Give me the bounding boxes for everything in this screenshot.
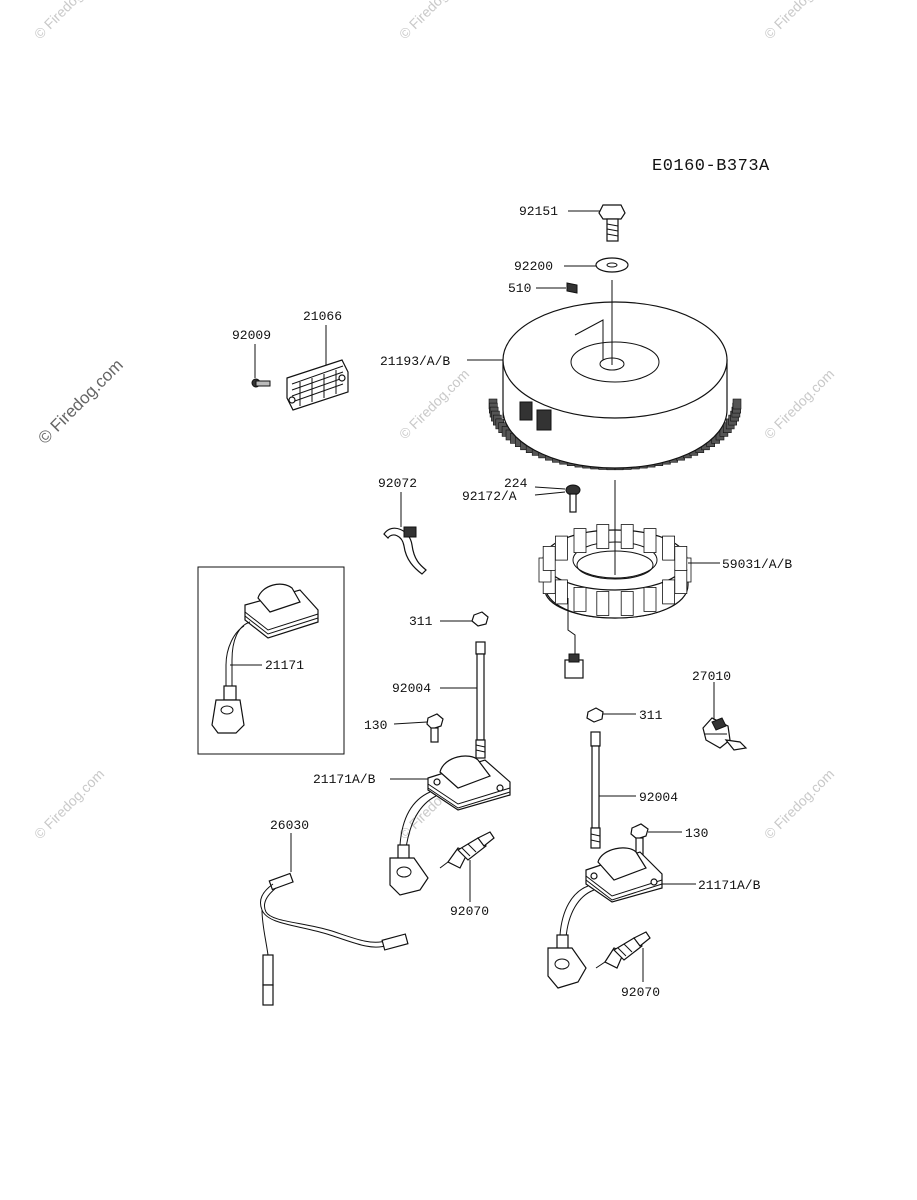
part-label: 92009 [232,328,271,343]
watermark: © Firedog.com [34,355,126,447]
flywheel-key-drawing [566,282,578,294]
part-label: 224 [504,476,528,491]
watermark: © Firedog.com [31,766,107,842]
part-label: 510 [508,281,531,296]
stator-pole [620,524,634,549]
stator-pole [573,528,587,553]
stator-pole [620,591,634,616]
lead-wire-drawing [259,872,409,1006]
part-label: 21171A/B [313,772,376,787]
stator-pole [674,546,688,571]
part-label: 21066 [303,309,342,324]
nut-left-drawing [471,611,489,627]
spark-plug-left-drawing [439,831,495,869]
spark-plug-right-drawing [595,931,651,969]
part-label: 92004 [639,790,678,805]
part-label: 92172/A [462,489,517,504]
nut-right-drawing [586,707,604,723]
stator-pole [573,587,587,612]
ignition-coil-right-drawing [547,847,663,989]
part-label: 21193/A/B [380,354,450,369]
regulator-drawing [251,359,349,411]
watermark: © Firedog.com [761,766,837,842]
flywheel-washer-drawing [595,257,629,273]
part-label: 311 [639,708,663,723]
bolt-left-drawing [426,713,444,743]
stator-pole [555,579,568,605]
inset-ignition-coil-drawing [211,583,319,734]
watermark: © Firedog.com [396,0,472,42]
stator-pole [596,524,610,549]
part-label: 27010 [692,669,731,684]
stator-pole [674,569,688,594]
watermark: © Firedog.com [31,0,107,42]
stator-pole [662,535,675,561]
stator-pole [643,528,657,553]
part-label: 92070 [621,985,660,1000]
clamp-drawing [383,526,427,575]
part-label: 21171 [265,658,304,673]
diagram-code: E0160-B373A [652,157,770,176]
ignition-coil-left-drawing [389,755,511,896]
part-label: 92072 [378,476,417,491]
part-label: 92200 [514,259,553,274]
stator-pole [542,546,556,571]
stator-pole [596,591,610,616]
part-label: 130 [364,718,387,733]
stud-right-drawing [590,731,601,849]
watermark: © Firedog.com [396,366,472,442]
watermark: © Firedog.com [761,0,837,42]
part-label: 59031/A/B [722,557,792,572]
stator-pole [643,587,657,612]
inset-frame [197,566,345,755]
gear-tooth [732,398,742,410]
switch-drawing [702,717,748,751]
part-label: 92070 [450,904,489,919]
stator-pole [662,579,675,605]
part-label: 21171A/B [698,878,761,893]
stator-drawing [538,480,692,679]
stator-pole [555,535,568,561]
part-label: 92004 [392,681,431,696]
stud-left-drawing [475,641,486,759]
bolt-right-drawing [630,823,649,857]
part-label: 92151 [519,204,558,219]
part-label: 311 [409,614,433,629]
callouts: 92151 92200 510 21193/A/B 21066 92009 22… [230,204,792,1000]
part-label: 26030 [270,818,309,833]
watermark: © Firedog.com [761,366,837,442]
part-label: 130 [685,826,708,841]
flywheel-bolt-drawing [598,204,626,242]
flywheel-drawing [488,280,742,471]
stator-bolt-drawing [565,484,581,513]
